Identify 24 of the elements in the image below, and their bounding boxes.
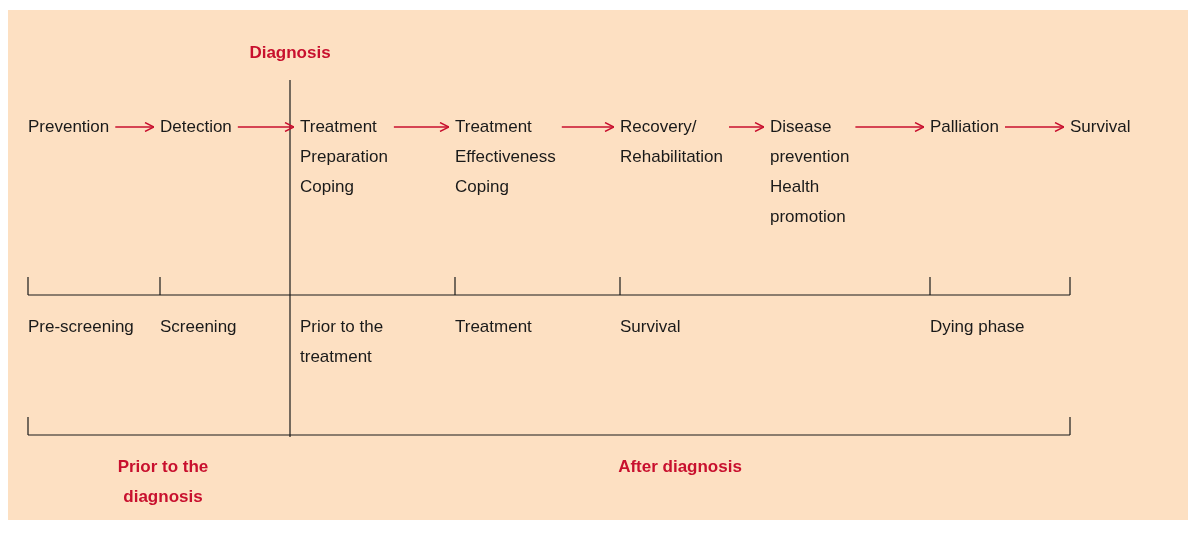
phase-label: Prevention [24, 112, 114, 142]
stage-label: Survival [620, 316, 682, 338]
phase-label: Recovery/ Rehabilitation [616, 112, 727, 172]
phase-label: Survival [1066, 112, 1135, 142]
stage-label: Pre-screening [28, 316, 135, 338]
period-label: After diagnosis [617, 456, 743, 478]
arrow [728, 121, 765, 133]
arrow [854, 121, 925, 133]
phase-label: Treatment Preparation Coping [296, 112, 392, 202]
arrow [393, 121, 450, 133]
arrow [237, 121, 295, 133]
arrow [1004, 121, 1065, 133]
diagnosis-heading: Diagnosis [248, 42, 332, 64]
arrow [561, 121, 615, 133]
period-label: Prior to the diagnosis [116, 456, 210, 508]
phase-label: Palliation [926, 112, 1003, 142]
phase-label: Disease prevention Health promotion [766, 112, 854, 232]
stage-label: Screening [160, 316, 238, 338]
arrow [114, 121, 155, 133]
phase-label: Detection [156, 112, 236, 142]
stage-label: Treatment [455, 316, 533, 338]
stage-label: Dying phase [930, 316, 1026, 338]
phase-label: Treatment Effectiveness Coping [451, 112, 560, 202]
stage-label: Prior to the treatment [300, 316, 385, 368]
